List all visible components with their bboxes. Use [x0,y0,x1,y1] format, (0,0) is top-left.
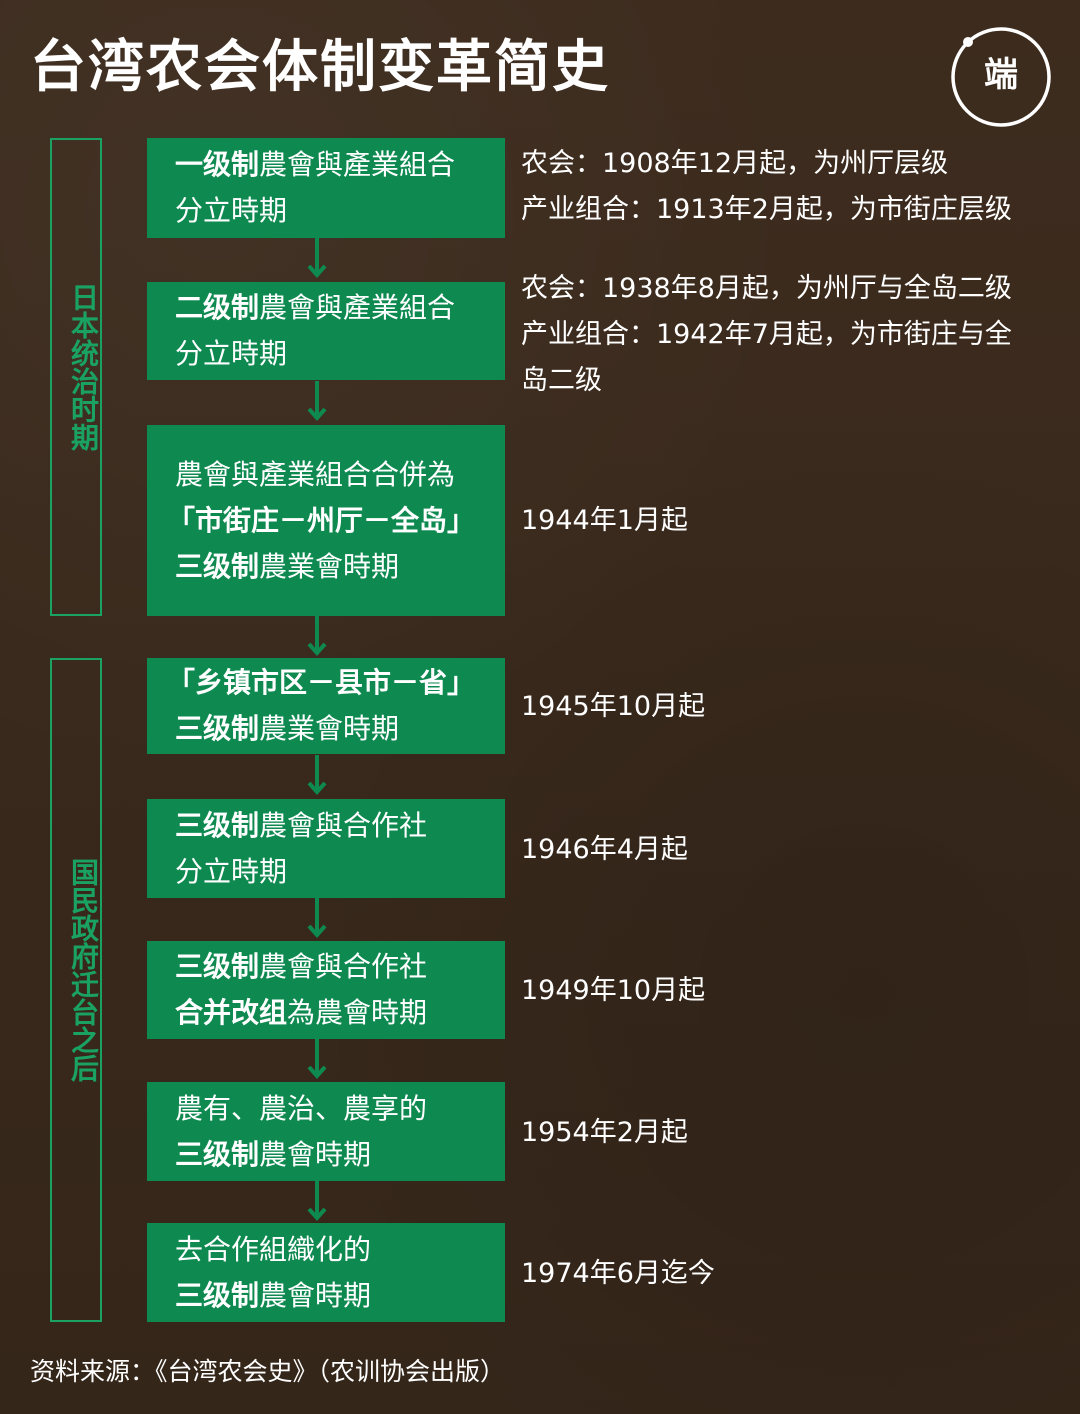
step-6-line2-bold: 合并改组 [175,996,288,1029]
arrow-down-icon [307,1181,327,1222]
step-6-note-1: 1949年10月起 [521,975,706,1006]
step-2-note-3: 岛二级 [521,365,602,396]
step-6-line2-rest: 為農會時期 [287,996,428,1029]
step-7-line2-bold: 三级制 [175,1137,260,1171]
step-2-line1-rest: 農會與產業組合 [259,291,456,324]
step-4-line2-rest: 農業會時期 [259,712,400,745]
step-5-line1-bold: 三级制 [175,808,260,842]
step-4-line2-bold: 三级制 [175,712,260,745]
step-2-note-1: 农会：1938年8月起，为州厅与全岛二级 [521,273,1012,304]
initium-logo-icon: 端 [951,27,1051,127]
step-1-line1-bold: 一级制 [175,148,260,181]
step-2-line1-bold: 二级制 [175,291,260,324]
step-1-note-2: 产业组合：1913年2月起，为市街庄层级 [521,194,1012,225]
arrow-down-icon [307,755,327,796]
step-3-line3-rest: 農業會時期 [259,549,400,583]
arrow-down-icon [307,238,327,279]
step-3-line2: 「市街庄－州厅－全岛」 [167,503,476,537]
step-5-note-1: 1946年4月起 [521,834,688,865]
step-3-note-1: 1944年1月起 [521,505,688,536]
step-4-note-1: 1945年10月起 [521,691,706,722]
step-5-line1-rest: 農會與合作社 [259,808,428,842]
step-box-5: 三级制農會與合作社 分立時期 [147,799,505,898]
arrow-down-icon [307,381,327,422]
page-title: 台湾农会体制变革简史 [30,35,610,100]
step-2-note-2: 产业组合：1942年7月起，为市街庄与全 [521,319,1012,350]
step-box-7: 農有、農治、農享的 三级制農會時期 [147,1082,505,1181]
era-label-japanese-rule: 日本统治时期 [67,283,100,451]
step-5-line2: 分立時期 [175,854,288,888]
step-box-4: 「乡镇市区－县市－省」 三级制農業會時期 [147,658,505,754]
logo-text: 端 [984,55,1018,95]
step-6-line1-rest: 農會與合作社 [259,950,428,983]
era-kmt-government: 国民政府迁台之后 [50,658,102,1322]
step-box-3: 農會與產業組合合併為 「市街庄－州厅－全岛」 三级制農業會時期 [147,425,505,616]
era-label-kmt-government: 国民政府迁台之后 [67,858,100,1082]
arrow-down-icon [307,1039,327,1080]
step-7-line2-rest: 農會時期 [259,1137,372,1171]
step-box-8: 去合作組織化的 三级制農會時期 [147,1223,505,1322]
step-box-2: 二级制農會與產業組合 分立時期 [147,282,505,380]
step-box-1: 一级制農會與產業組合 分立時期 [147,138,505,238]
arrow-down-icon [307,898,327,939]
step-3-line3-bold: 三级制 [175,549,260,583]
step-3-line1: 農會與產業組合合併為 [175,457,456,491]
step-8-line2-bold: 三级制 [175,1278,260,1312]
step-7-note-1: 1954年2月起 [521,1117,688,1148]
step-6-line1-bold: 三级制 [175,950,260,983]
arrow-down-icon [307,616,327,657]
step-1-line2: 分立時期 [175,194,288,227]
step-8-line2-rest: 農會時期 [259,1278,372,1312]
step-box-6: 三级制農會與合作社 合并改组為農會時期 [147,941,505,1039]
step-8-note-1: 1974年6月迄今 [521,1258,715,1289]
step-7-line1: 農有、農治、農享的 [175,1091,428,1125]
era-japanese-rule: 日本统治时期 [50,138,102,616]
step-8-line1: 去合作組織化的 [175,1232,372,1266]
source-credit: 资料来源：《台湾农会史》（农训协会出版） [30,1357,506,1386]
step-1-line1-rest: 農會與產業組合 [259,148,456,181]
step-1-note-1: 农会：1908年12月起，为州厅层级 [521,148,949,179]
step-2-line2: 分立時期 [175,337,288,370]
step-4-line1: 「乡镇市区－县市－省」 [167,666,476,699]
